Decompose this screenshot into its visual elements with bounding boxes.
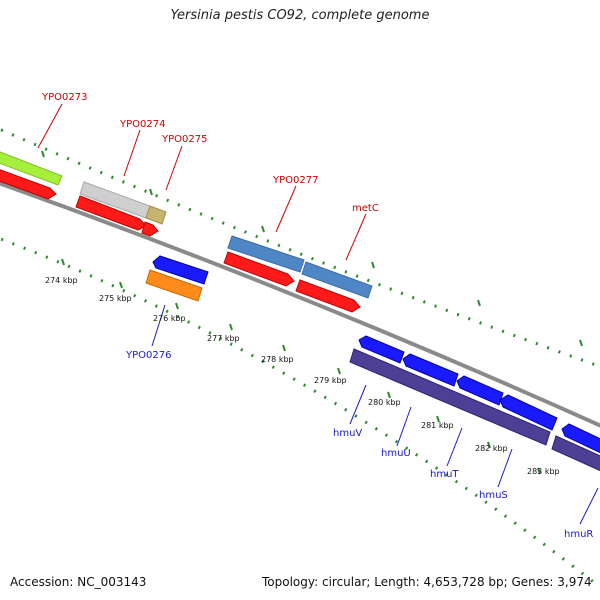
- outer-dotted-ring: [0, 127, 600, 369]
- red-callout-lines: [37, 103, 367, 261]
- cds-blue-hmuU: [402, 353, 459, 387]
- feature-lime-YPO0273: [0, 151, 63, 186]
- cds-red-YPO0275: [141, 221, 159, 237]
- gene-label-YPO0276: YPO0276: [125, 350, 171, 361]
- gene-label-hmuR: hmuR: [564, 529, 593, 540]
- scale-label-275: 275 kbp: [99, 294, 132, 303]
- gene-label-hmuV: hmuV: [333, 428, 362, 439]
- blue-callout-lines: [151, 304, 599, 525]
- accession-text: Accession: NC_003143: [10, 575, 147, 589]
- scale-label-283: 283 kbp: [527, 467, 560, 476]
- outer-major-ticks: [41, 150, 583, 347]
- scale-label-281: 281 kbp: [421, 421, 454, 430]
- scale-label-276: 276 kbp: [153, 314, 186, 323]
- feature-purple-hmu-operon-2: [551, 435, 600, 472]
- scale-label-277: 277 kbp: [207, 334, 240, 343]
- scale-label-280: 280 kbp: [368, 398, 401, 407]
- gene-label-YPO0274: YPO0274: [119, 119, 165, 130]
- cds-red-YPO0277: [223, 251, 295, 287]
- feature-steel-metC: [301, 261, 373, 299]
- gene-label-hmuS: hmuS: [479, 490, 508, 501]
- cds-blue-hmuS: [499, 394, 558, 431]
- gene-label-hmuU: hmuU: [381, 448, 411, 459]
- cds-blue-hmuT: [456, 375, 504, 406]
- gene-label-YPO0275: YPO0275: [161, 134, 207, 145]
- cds-red-YPO0274: [75, 195, 147, 231]
- inner-major-ticks: [61, 258, 541, 475]
- cds-blue-hmuR: [561, 423, 600, 454]
- gene-label-metC: metC: [352, 203, 379, 214]
- scale-label-274: 274 kbp: [45, 276, 78, 285]
- gene-label-YPO0277: YPO0277: [272, 175, 318, 186]
- feature-orange-YPO0276: [145, 269, 203, 302]
- cds-blue-hmuV: [358, 335, 405, 364]
- scale-label-278: 278 kbp: [261, 355, 294, 364]
- gene-label-hmuT: hmuT: [430, 469, 459, 480]
- scale-label-279: 279 kbp: [314, 376, 347, 385]
- scale-label-282: 282 kbp: [475, 444, 508, 453]
- cds-red-YPO0273: [0, 169, 57, 200]
- cds-red-metC: [295, 279, 361, 313]
- cds-blue-YPO0276: [152, 255, 209, 285]
- feature-steel-YPO0277: [227, 235, 305, 273]
- backbone-ring: [0, 181, 600, 428]
- gene-label-YPO0273: YPO0273: [41, 92, 87, 103]
- map-title: Yersinia pestis CO92, complete genome: [170, 8, 430, 23]
- feature-purple-hmu-operon-1: [349, 348, 551, 446]
- topology-text: Topology: circular; Length: 4,653,728 bp…: [262, 575, 592, 589]
- feature-khaki-YPO0275: [145, 205, 167, 225]
